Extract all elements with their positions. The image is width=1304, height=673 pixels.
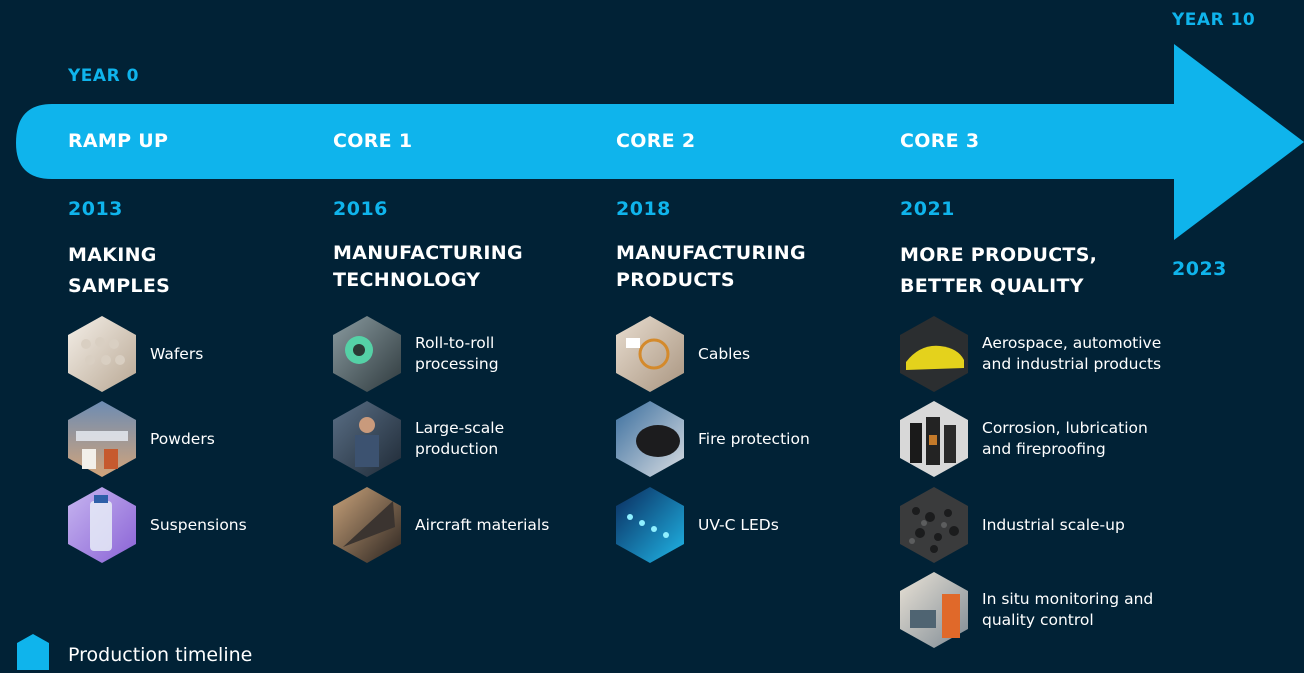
- large-scale-production-photo-icon: [333, 401, 401, 477]
- item-label: Corrosion, lubrication and fireproofing: [982, 419, 1148, 458]
- powders-photo-icon: [68, 401, 136, 477]
- wafers-photo-icon: [68, 316, 136, 392]
- item-label: Powders: [150, 429, 215, 448]
- item-label: Fire protection: [698, 429, 810, 448]
- start-year-label: YEAR 0: [68, 66, 139, 86]
- item-label: Aerospace, automotive and industrial pro…: [982, 334, 1162, 373]
- phase-title: MAKING SAMPLES: [68, 244, 171, 297]
- corrosion-lubrication-photo-icon: [900, 401, 968, 477]
- uv-c-leds-photo-icon: [616, 487, 684, 563]
- item-label: Aircraft materials: [415, 515, 550, 534]
- item-suspensions: Suspensions: [68, 487, 247, 563]
- item-corrosion-lubrication: Corrosion, lubrication and fireproofing: [900, 401, 1148, 477]
- item-large-scale-production: Large-scale production: [333, 401, 504, 477]
- fire-protection-photo-icon: [616, 401, 684, 477]
- roll-to-roll-photo-icon: [333, 316, 401, 392]
- item-label: Large-scale production: [415, 419, 505, 458]
- item-label: Wafers: [150, 344, 204, 363]
- house-icon: [17, 634, 49, 670]
- phase-label: CORE 1: [333, 130, 413, 152]
- item-aircraft-materials: Aircraft materials: [333, 487, 549, 563]
- item-label: Suspensions: [150, 515, 247, 534]
- item-monitoring-quality: In situ monitoring and quality control: [900, 572, 1153, 648]
- item-label: In situ monitoring and quality control: [982, 590, 1154, 629]
- aerospace-automotive-photo-icon: [900, 316, 968, 392]
- phase-label: RAMP UP: [68, 130, 169, 152]
- phase-label: CORE 2: [616, 130, 696, 152]
- phase-title: MANUFACTURING PRODUCTS: [616, 242, 806, 291]
- phase-year: 2016: [333, 198, 388, 220]
- suspensions-photo-icon: [68, 487, 136, 563]
- item-label: Industrial scale-up: [982, 515, 1125, 534]
- item-wafers: Wafers: [68, 316, 203, 392]
- item-cables: Cables: [616, 316, 750, 392]
- phase-label: CORE 3: [900, 130, 980, 152]
- item-industrial-scale-up: Industrial scale-up: [900, 487, 1125, 563]
- item-label: Roll-to-roll processing: [415, 334, 499, 373]
- item-powders: Powders: [68, 401, 215, 477]
- legend-label: Production timeline: [68, 644, 253, 666]
- item-aerospace-automotive: Aerospace, automotive and industrial pro…: [900, 316, 1161, 392]
- item-roll-to-roll: Roll-to-roll processing: [333, 316, 499, 392]
- item-label: UV-C LEDs: [698, 515, 779, 534]
- end-year-label: YEAR 10: [1172, 10, 1256, 30]
- industrial-scale-up-photo-icon: [900, 487, 968, 563]
- phase-title: MORE PRODUCTS, BETTER QUALITY: [900, 244, 1098, 297]
- phase-year: 2013: [68, 198, 123, 220]
- phase-year: 2018: [616, 198, 671, 220]
- aircraft-materials-photo-icon: [333, 487, 401, 563]
- phase-title: MANUFACTURING TECHNOLOGY: [333, 242, 523, 291]
- cables-photo-icon: [616, 316, 684, 392]
- item-label: Cables: [698, 344, 751, 363]
- item-uv-c-leds: UV-C LEDs: [616, 487, 779, 563]
- phase-year: 2021: [900, 198, 955, 220]
- monitoring-quality-photo-icon: [900, 572, 968, 648]
- item-fire-protection: Fire protection: [616, 401, 810, 477]
- end-year: 2023: [1172, 258, 1227, 280]
